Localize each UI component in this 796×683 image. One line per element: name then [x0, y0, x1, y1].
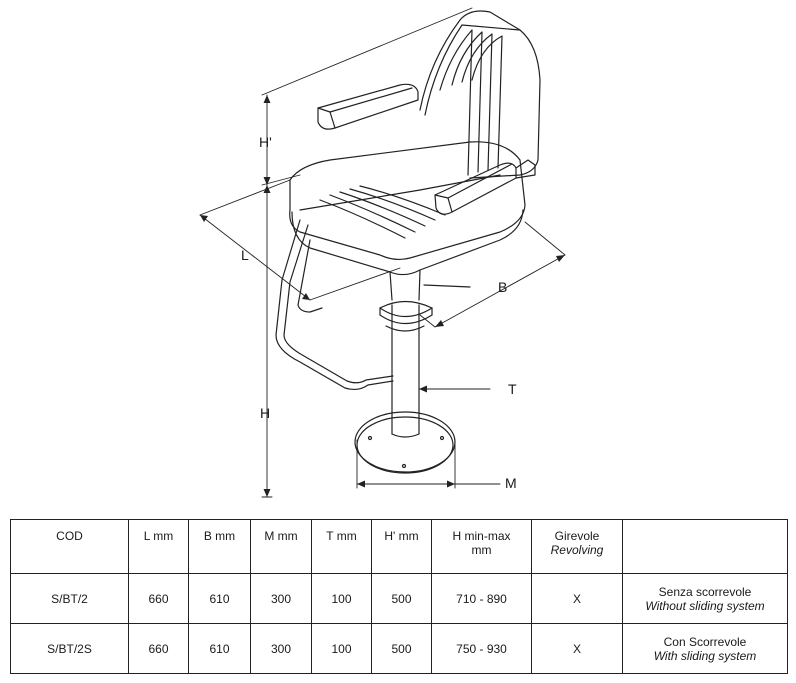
seat-cushion [289, 141, 526, 301]
cell-h: 710 - 890 [431, 573, 532, 624]
cell-l: 660 [128, 573, 189, 624]
header-cod: COD [10, 519, 129, 574]
seat-backrest [419, 10, 541, 179]
label-l: L [241, 247, 249, 263]
pedestal-column [379, 284, 471, 438]
cell-b: 610 [188, 623, 251, 674]
label-h: H [260, 405, 270, 421]
dimension-lines [199, 7, 566, 498]
cell-girevole: X [531, 573, 623, 624]
dimension-arrowheads [200, 95, 565, 497]
cell-l: 660 [128, 623, 189, 674]
header-h-prime: H' mm [371, 519, 432, 574]
seat-frame [275, 219, 394, 391]
label-b: B [498, 279, 507, 295]
cell-h-prime: 500 [371, 623, 432, 674]
table-row: S/BT/2S 660 610 300 100 500 750 - 930 X … [10, 623, 788, 674]
cell-b: 610 [188, 573, 251, 624]
cell-h: 750 - 930 [431, 623, 532, 674]
cell-m: 300 [250, 573, 312, 624]
pedestal-base [354, 411, 456, 474]
left-armrest [317, 83, 419, 130]
seat-dimension-drawing: H' L B H T M [199, 7, 566, 498]
cell-girevole: X [531, 623, 623, 674]
cell-t: 100 [311, 623, 372, 674]
cell-cod: S/BT/2S [10, 623, 129, 674]
header-m: M mm [250, 519, 312, 574]
cell-t: 100 [311, 573, 372, 624]
header-l: L mm [128, 519, 189, 574]
label-t: T [508, 381, 517, 397]
header-description [622, 519, 788, 574]
label-h-prime: H' [259, 134, 272, 150]
label-m: M [505, 475, 517, 491]
cell-h-prime: 500 [371, 573, 432, 624]
cell-cod: S/BT/2 [10, 573, 129, 624]
cell-m: 300 [250, 623, 312, 674]
right-armrest [434, 159, 536, 215]
header-b: B mm [188, 519, 251, 574]
header-t: T mm [311, 519, 372, 574]
table-row: S/BT/2 660 610 300 100 500 710 - 890 X S… [10, 573, 788, 624]
